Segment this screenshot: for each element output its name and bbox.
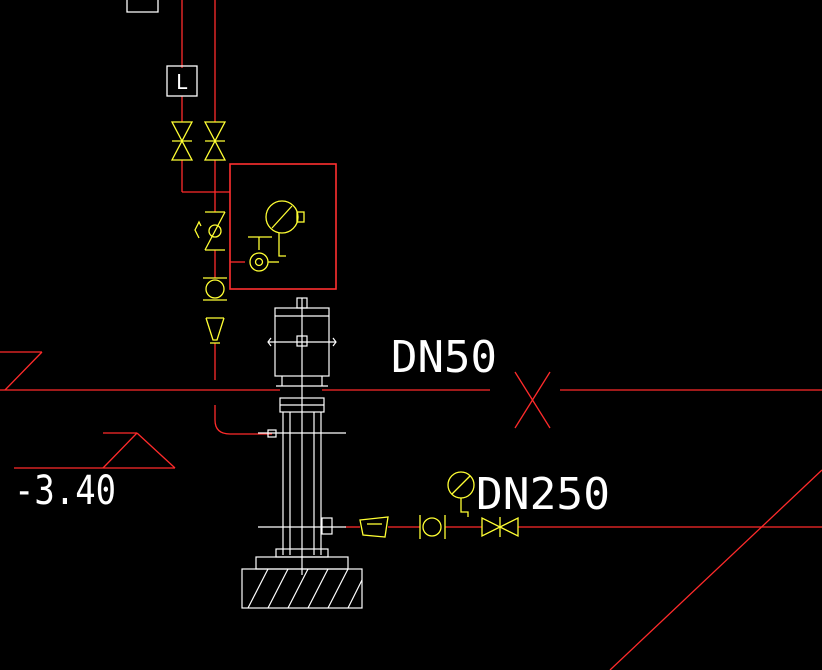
elevation-label: -3.40 [14, 468, 116, 514]
discharge-pressure-gauge-icon [447, 471, 475, 517]
pipe-size-label-dn250: DN250 [476, 469, 610, 520]
top-box [126, 0, 159, 13]
level-switch-icon: L [166, 65, 198, 97]
level-switch-label: L [176, 70, 188, 94]
strainer-icon [203, 277, 227, 301]
reducer-icon [205, 317, 225, 344]
pump-foundation [241, 568, 363, 609]
discharge-check-valve-icon [419, 515, 446, 539]
pipe-size-label-dn50: DN50 [391, 332, 497, 383]
pump-icon [255, 297, 349, 575]
flexible-joint-icon [359, 516, 389, 538]
gate-valve-icon [170, 121, 227, 161]
discharge-gate-valve-icon [481, 516, 519, 538]
pressure-gauge-icon [248, 200, 305, 272]
check-valve-icon [194, 211, 226, 251]
